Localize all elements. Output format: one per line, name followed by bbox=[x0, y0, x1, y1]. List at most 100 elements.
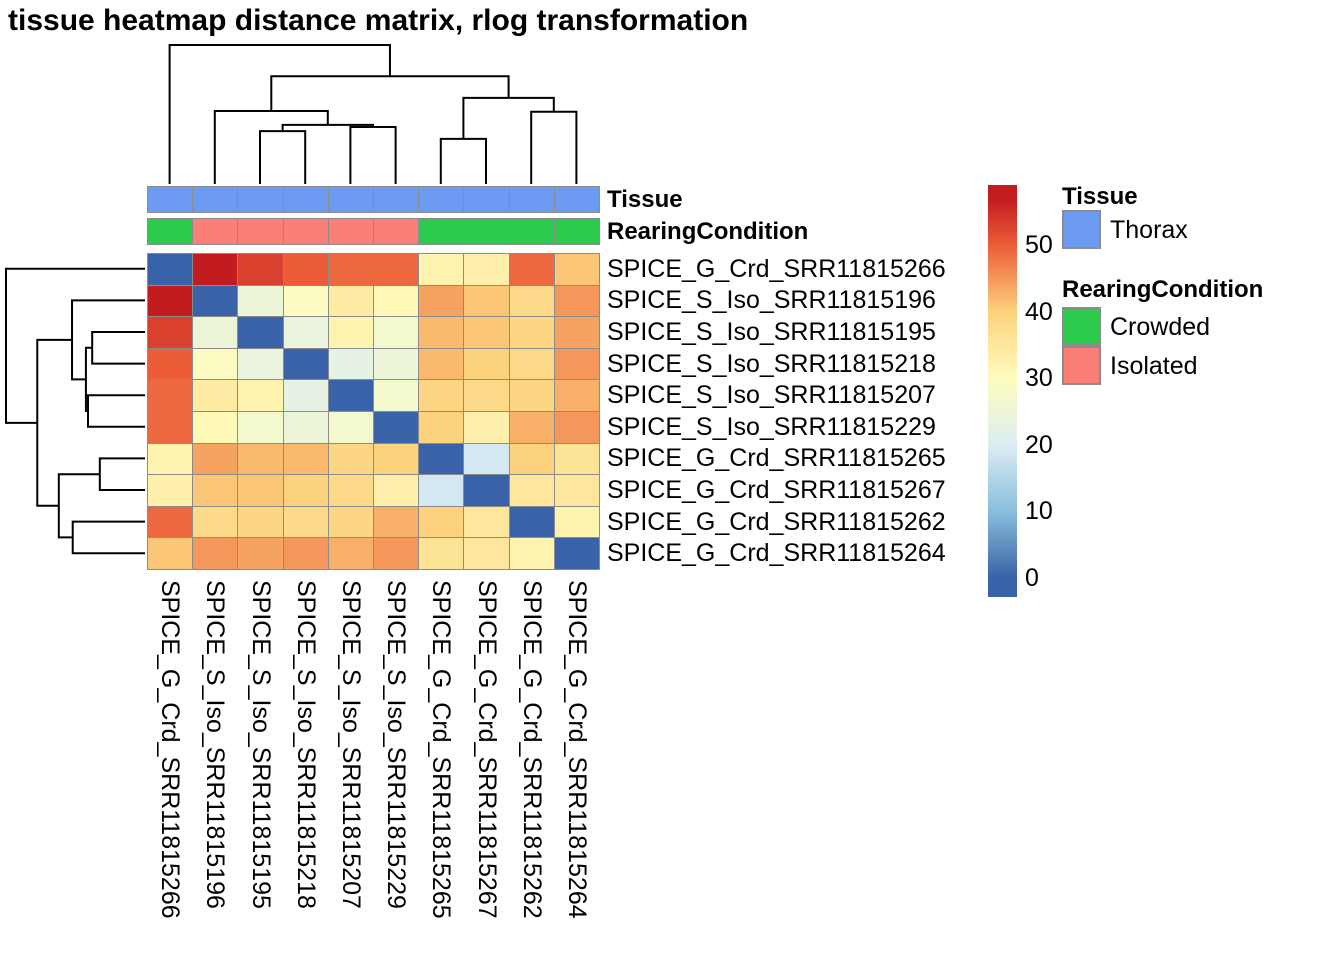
row-label: SPICE_G_Crd_SRR11815267 bbox=[607, 476, 946, 504]
heatmap-cell bbox=[463, 379, 510, 412]
heatmap-cell bbox=[553, 411, 600, 444]
heatmap-cell bbox=[282, 442, 329, 476]
heatmap-cell bbox=[237, 347, 284, 381]
heatmap-cell bbox=[327, 537, 374, 570]
column-dendrogram bbox=[168, 44, 578, 184]
col-label: SPICE_S_Iso_SRR11815195 bbox=[246, 580, 275, 909]
heatmap-cell bbox=[237, 284, 284, 318]
legend-colorbar bbox=[988, 185, 1017, 597]
legend-swatch bbox=[1062, 307, 1101, 346]
heatmap-cell bbox=[237, 411, 284, 444]
heatmap-cell bbox=[508, 442, 555, 476]
heatmap-cell bbox=[553, 253, 600, 286]
heatmap-cell bbox=[147, 537, 194, 570]
col-label: SPICE_G_Crd_SRR11815267 bbox=[472, 580, 501, 919]
tissue-annotation-cell bbox=[192, 186, 239, 213]
legend-item-label: Isolated bbox=[1110, 352, 1198, 380]
col-label: SPICE_S_Iso_SRR11815207 bbox=[336, 580, 365, 909]
heatmap-cell bbox=[463, 537, 510, 570]
rearingcondition-annotation-label: RearingCondition bbox=[607, 218, 809, 245]
tissue-annotation-cell bbox=[237, 186, 284, 213]
heatmap-cell bbox=[418, 347, 465, 381]
heatmap-cell bbox=[192, 253, 239, 286]
heatmap-cell bbox=[192, 379, 239, 412]
heatmap-cell bbox=[463, 505, 510, 539]
heatmap-cell bbox=[147, 253, 194, 286]
row-label: SPICE_S_Iso_SRR11815195 bbox=[607, 318, 936, 346]
heatmap-cell bbox=[463, 316, 510, 349]
heatmap-cell bbox=[373, 316, 420, 349]
row-label: SPICE_S_Iso_SRR11815218 bbox=[607, 349, 936, 378]
colorbar-tick-label: 20 bbox=[1025, 430, 1053, 459]
heatmap-cell bbox=[418, 505, 465, 539]
heatmap-cell bbox=[282, 253, 329, 286]
heatmap-cell bbox=[508, 537, 555, 570]
rearingcondition-annotation-cell bbox=[373, 218, 420, 245]
col-label: SPICE_G_Crd_SRR11815262 bbox=[517, 580, 546, 919]
heatmap-cell bbox=[327, 442, 374, 476]
heatmap-cell bbox=[192, 411, 239, 444]
heatmap-cell bbox=[553, 474, 600, 507]
heatmap-cell bbox=[282, 347, 329, 381]
col-label: SPICE_G_Crd_SRR11815264 bbox=[562, 580, 591, 919]
heatmap-cell bbox=[147, 379, 194, 412]
heatmap-cell bbox=[373, 379, 420, 412]
col-label: SPICE_S_Iso_SRR11815229 bbox=[382, 580, 411, 909]
row-label: SPICE_S_Iso_SRR11815229 bbox=[607, 412, 936, 441]
tissue-annotation-cell bbox=[282, 186, 329, 213]
heatmap-cell bbox=[418, 253, 465, 286]
legend-swatch bbox=[1062, 346, 1101, 385]
heatmap-cell bbox=[508, 316, 555, 349]
rearingcondition-annotation-cell bbox=[463, 218, 510, 245]
rearingcondition-annotation-cell bbox=[237, 218, 284, 245]
tissue-annotation-cell bbox=[418, 186, 465, 213]
heatmap-cell bbox=[327, 316, 374, 349]
colorbar-tick-label: 10 bbox=[1025, 497, 1053, 526]
heatmap-cell bbox=[373, 347, 420, 381]
tissue-annotation-label: Tissue bbox=[607, 186, 683, 213]
heatmap-cell bbox=[192, 537, 239, 570]
heatmap-cell bbox=[192, 284, 239, 318]
heatmap-cell bbox=[418, 316, 465, 349]
col-label: SPICE_G_Crd_SRR11815265 bbox=[427, 580, 456, 919]
heatmap-cell bbox=[192, 347, 239, 381]
heatmap-cell bbox=[327, 505, 374, 539]
row-label: SPICE_G_Crd_SRR11815264 bbox=[607, 539, 946, 568]
heatmap-cell bbox=[418, 411, 465, 444]
tissue-annotation-cell bbox=[463, 186, 510, 213]
rearingcondition-annotation-cell bbox=[282, 218, 329, 245]
row-label: SPICE_G_Crd_SRR11815262 bbox=[607, 507, 946, 536]
heatmap-cell bbox=[237, 537, 284, 570]
heatmap-cell bbox=[508, 284, 555, 318]
heatmap-cell bbox=[327, 474, 374, 507]
heatmap-cell bbox=[147, 474, 194, 507]
heatmap-cell bbox=[327, 253, 374, 286]
tissue-annotation-cell bbox=[508, 186, 555, 213]
heatmap-cell bbox=[463, 253, 510, 286]
heatmap-cell bbox=[282, 411, 329, 444]
heatmap-cell bbox=[192, 474, 239, 507]
heatmap-cell bbox=[192, 442, 239, 476]
heatmap-cell bbox=[553, 316, 600, 349]
heatmap-cell bbox=[147, 505, 194, 539]
heatmap-cell bbox=[553, 537, 600, 570]
legend-rearingcondition-title: RearingCondition bbox=[1062, 276, 1264, 303]
legend-swatch bbox=[1062, 210, 1101, 249]
heatmap-cell bbox=[373, 505, 420, 539]
heatmap-cell bbox=[373, 537, 420, 570]
rearingcondition-annotation-cell bbox=[508, 218, 555, 245]
colorbar-tick-label: 50 bbox=[1025, 231, 1053, 259]
heatmap-cell bbox=[508, 347, 555, 381]
heatmap-cell bbox=[237, 474, 284, 507]
row-label: SPICE_S_Iso_SRR11815207 bbox=[607, 381, 936, 410]
heatmap-cell bbox=[553, 284, 600, 318]
heatmap-cell bbox=[373, 411, 420, 444]
colorbar-tick-label: 30 bbox=[1025, 364, 1053, 393]
legend-item-label: Thorax bbox=[1110, 216, 1188, 244]
colorbar-tick-label: 0 bbox=[1025, 564, 1039, 592]
heatmap-cell bbox=[147, 411, 194, 444]
heatmap-cell bbox=[147, 284, 194, 318]
col-label: SPICE_S_Iso_SRR11815196 bbox=[201, 580, 230, 909]
heatmap-cell bbox=[282, 316, 329, 349]
heatmap-cell bbox=[373, 442, 420, 476]
